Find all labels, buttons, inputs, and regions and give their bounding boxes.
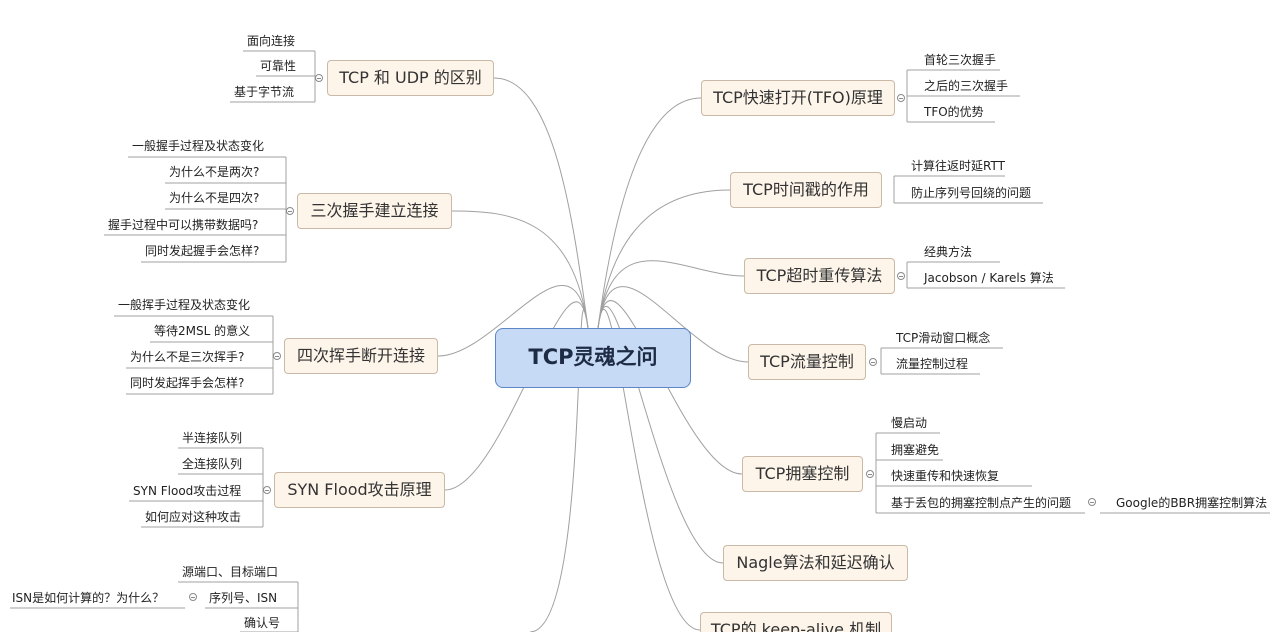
topic-congestion-control[interactable]: TCP拥塞控制: [742, 456, 863, 492]
topic-nagle[interactable]: Nagle算法和延迟确认: [723, 545, 908, 581]
central-topic[interactable]: TCP灵魂之问: [495, 328, 691, 388]
topic-tcp-vs-udp[interactable]: TCP 和 UDP 的区别: [327, 60, 494, 96]
topic-flow-control[interactable]: TCP流量控制: [748, 344, 866, 380]
collapse-toggle-icon[interactable]: [897, 272, 905, 280]
subtopic-congestion-avoidance[interactable]: 拥塞避免: [891, 443, 940, 457]
connector-line: [597, 286, 749, 363]
collapse-toggle-icon[interactable]: [897, 94, 905, 102]
subtopic-jacobson-karels[interactable]: Jacobson / Karels 算法: [924, 271, 1054, 285]
topic-timestamp[interactable]: TCP时间戳的作用: [730, 172, 882, 208]
subtopic-2msl[interactable]: 等待2MSL 的意义: [154, 324, 251, 338]
subtopic-why-not-four[interactable]: 为什么不是四次?: [169, 191, 260, 205]
collapse-toggle-icon[interactable]: [1088, 498, 1096, 506]
collapse-toggle-icon[interactable]: [869, 358, 877, 366]
subtopic-later-handshake[interactable]: 之后的三次握手: [924, 79, 1009, 93]
subtopic-seq-wrap[interactable]: 防止序列号回绕的问题: [911, 186, 1032, 200]
subtopic-why-not-three[interactable]: 为什么不是三次挥手?: [130, 350, 245, 364]
topic-four-way-wave[interactable]: 四次挥手断开连接: [284, 338, 438, 374]
subtopic-connection-oriented[interactable]: 面向连接: [247, 34, 296, 48]
subtopic-simultaneous-close[interactable]: 同时发起挥手会怎样?: [130, 376, 245, 390]
collapse-toggle-icon[interactable]: [286, 207, 294, 215]
subtopic-wave-process[interactable]: 一般挥手过程及状态变化: [118, 298, 251, 312]
connector-line: [437, 285, 589, 357]
subtopic-classic-method[interactable]: 经典方法: [924, 245, 973, 259]
collapse-toggle-icon[interactable]: [273, 352, 281, 360]
subtopic-full-queue[interactable]: 全连接队列: [182, 457, 243, 471]
connector-line: [597, 305, 724, 564]
subtopic-ack-number[interactable]: 确认号: [244, 616, 281, 630]
topic-retransmission[interactable]: TCP超时重传算法: [744, 258, 895, 294]
subtopic-carry-data[interactable]: 握手过程中可以携带数据吗?: [108, 218, 259, 232]
subtopic-simultaneous-open[interactable]: 同时发起握手会怎样?: [145, 244, 260, 258]
topic-syn-flood[interactable]: SYN Flood攻击原理: [274, 472, 445, 508]
topic-tfo[interactable]: TCP快速打开(TFO)原理: [701, 80, 895, 116]
connector-line: [597, 189, 731, 329]
collapse-toggle-icon[interactable]: [189, 593, 197, 601]
subtopic-why-not-two[interactable]: 为什么不是两次?: [169, 165, 260, 179]
topic-keep-alive[interactable]: TCP的 keep-alive 机制: [700, 612, 892, 632]
subtopic-first-handshake[interactable]: 首轮三次握手: [924, 53, 997, 67]
subtopic-handshake-process[interactable]: 一般握手过程及状态变化: [132, 139, 265, 153]
subtopic-byte-stream[interactable]: 基于字节流: [234, 85, 295, 99]
connector-line: [493, 77, 589, 329]
connector-line: [451, 210, 589, 329]
connector-line: [597, 260, 745, 329]
subtopic-flow-process[interactable]: 流量控制过程: [896, 357, 969, 371]
subtopic-ports[interactable]: 源端口、目标端口: [182, 565, 279, 579]
subtopic-half-open-queue[interactable]: 半连接队列: [182, 431, 243, 445]
subtopic-tfo-advantage[interactable]: TFO的优势: [924, 105, 984, 119]
subtopic-isn-calc[interactable]: ISN是如何计算的？为什么？: [12, 591, 165, 605]
subtopic-reliability[interactable]: 可靠性: [260, 59, 297, 73]
subtopic-mitigation[interactable]: 如何应对这种攻击: [145, 510, 242, 524]
collapse-toggle-icon[interactable]: [315, 74, 323, 82]
collapse-toggle-icon[interactable]: [263, 486, 271, 494]
collapse-toggle-icon[interactable]: [866, 470, 874, 478]
topic-three-way-handshake[interactable]: 三次握手建立连接: [297, 193, 452, 229]
subtopic-seq-isn[interactable]: 序列号、ISN: [209, 591, 278, 605]
subtopic-rtt[interactable]: 计算往返时延RTT: [911, 159, 1005, 173]
subtopic-sliding-window[interactable]: TCP滑动窗口概念: [896, 331, 991, 345]
subtopic-slow-start[interactable]: 慢启动: [891, 416, 928, 430]
connector-line: [597, 97, 702, 329]
subtopic-bbr[interactable]: Google的BBR拥塞控制算法: [1116, 496, 1268, 510]
connector-line: [597, 308, 701, 631]
subtopic-syn-flood-process[interactable]: SYN Flood攻击过程: [133, 484, 242, 498]
connector-line: [529, 308, 589, 632]
subtopic-loss-based-problem[interactable]: 基于丢包的拥塞控制点产生的问题: [891, 496, 1072, 510]
subtopic-fast-recovery[interactable]: 快速重传和快速恢复: [891, 469, 1000, 483]
